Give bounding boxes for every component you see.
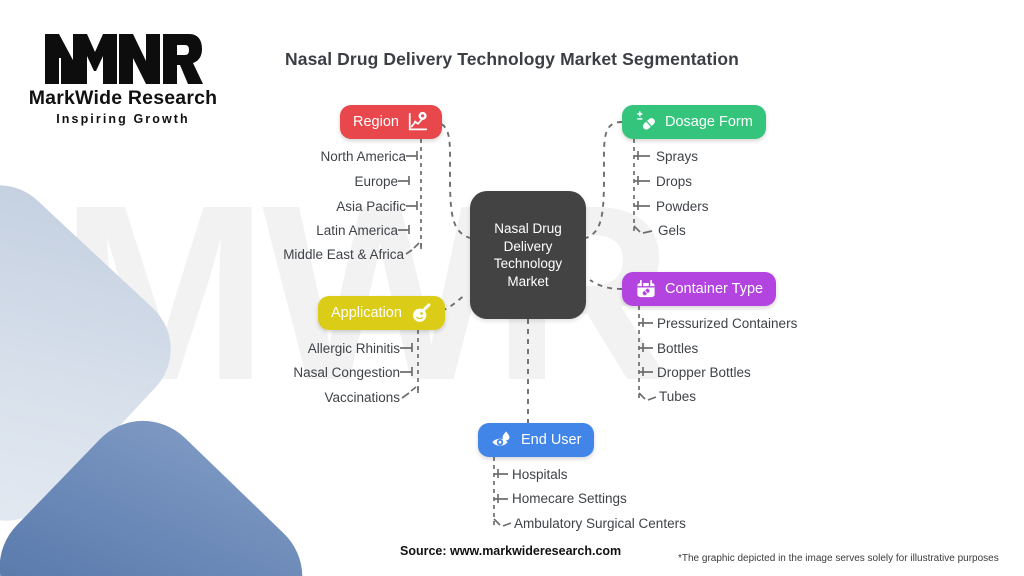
tick-dosage-1 [634,176,650,185]
wire-region-to-center [431,121,471,239]
center-line-1: Nasal Drug [494,221,562,236]
leaf-enduser-0: Hospitals [512,467,568,482]
wire-dosage-to-center [585,121,623,239]
tick-dosage-2 [634,201,650,210]
branch-label-dosage-form: Dosage Form [665,114,753,130]
brand-tagline: Inspiring Growth [56,112,190,126]
tick-container-2 [639,367,653,376]
tick-enduser-1 [494,494,508,503]
tick-region-4 [405,242,422,255]
pill-capsule-icon [637,111,655,130]
branch-label-container-type: Container Type [665,281,764,297]
leaf-container-2: Dropper Bottles [657,365,751,380]
leaf-enduser-1: Homecare Settings [512,491,627,506]
leaf-container-3: Tubes [659,389,697,404]
page-title: Nasal Drug Delivery Technology Market Se… [285,49,739,69]
tick-application-0 [400,343,413,352]
leaf-container-1: Bottles [657,341,699,356]
branch-pill-dosage-form[interactable]: Dosage Form [622,105,766,139]
branch-label-application: Application [331,305,402,321]
tick-application-1 [400,367,413,376]
leaf-region-4: Middle East & Africa [283,247,404,262]
leaf-dosage-3: Gels [658,223,686,238]
branch-pill-region[interactable]: Region [340,105,442,139]
leaf-dosage-1: Drops [656,174,693,189]
tick-dosage-3 [633,225,653,234]
leaf-region-1: Europe [354,174,398,189]
leaf-dosage-0: Sprays [656,149,699,164]
tick-container-0 [639,318,653,327]
center-node[interactable]: Nasal Drug Delivery Technology Market [470,191,586,319]
leaf-region-2: Asia Pacific [336,199,406,214]
tick-dosage-0 [634,151,650,160]
wire-container-to-center [589,279,623,290]
center-line-3: Technology [493,256,563,271]
tick-container-3 [638,392,657,401]
branch-pill-container-type[interactable]: Container Type [622,272,777,306]
leaf-region-3: Latin America [316,223,398,238]
tick-region-2 [406,201,418,210]
tick-region-3 [398,225,410,234]
leaf-enduser-2: Ambulatory Surgical Centers [514,516,686,531]
center-node-label: Nasal Drug Delivery Technology Market [488,220,568,290]
brand-name: MarkWide Research [28,87,218,109]
branch-label-end-user: End User [521,432,582,448]
tick-enduser-0 [494,469,508,478]
tick-region-0 [406,151,418,160]
nasal-spray-icon [413,303,431,322]
tick-container-1 [639,343,653,352]
tick-region-1 [398,176,410,185]
leaf-region-0: North America [320,149,406,164]
brand-logo: MarkWide Research Inspiring Growth [28,28,218,126]
chart-location-icon [408,111,428,131]
tick-enduser-2 [493,518,512,527]
source-label: Source: www.markwideresearch.com [400,544,622,558]
branch-pill-end-user[interactable]: End User [478,423,595,457]
leaf-application-2: Vaccinations [324,390,400,405]
branch-label-region: Region [353,114,399,130]
leaf-application-1: Nasal Congestion [293,365,400,380]
leaf-dosage-2: Powders [656,199,709,214]
branch-pill-application[interactable]: Application [318,296,445,330]
leaf-application-0: Allergic Rhinitis [307,341,400,356]
center-line-2: Delivery [503,238,553,254]
eye-drop-icon [492,431,510,446]
disclaimer-label: *The graphic depicted in the image serve… [678,553,999,564]
tick-application-2 [401,386,419,399]
center-line-4: Market [507,273,549,289]
mwr-logomark-icon [45,34,203,84]
leaf-container-0: Pressurized Containers [657,316,798,331]
container-box-icon [637,279,655,298]
